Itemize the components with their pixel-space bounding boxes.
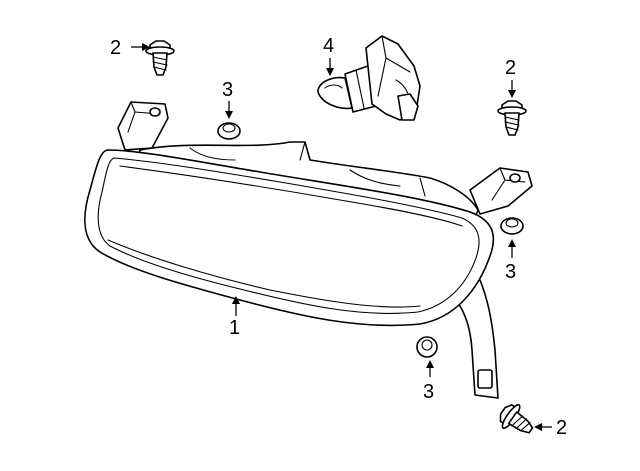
- callout-2-bottom-right: 2: [556, 417, 567, 439]
- screw-top-right: [497, 100, 527, 136]
- screw-top-left: [145, 40, 175, 76]
- callout-3-bottom: 3: [423, 381, 434, 403]
- callout-1: 1: [229, 317, 240, 339]
- fog-lamp-housing: [84, 101, 533, 399]
- callout-3-right: 3: [505, 261, 516, 283]
- callout-2-top-left: 2: [110, 37, 121, 59]
- callout-4: 4: [323, 35, 334, 57]
- fog-lamp-bulb: [317, 35, 421, 121]
- leader-arrows: [131, 43, 552, 431]
- callout-3-top: 3: [222, 79, 233, 101]
- callout-2-top-right: 2: [505, 57, 516, 79]
- nut-bottom: [416, 336, 438, 358]
- screw-bottom-right: [499, 404, 534, 434]
- nut-top: [217, 122, 241, 140]
- nut-right: [500, 217, 524, 235]
